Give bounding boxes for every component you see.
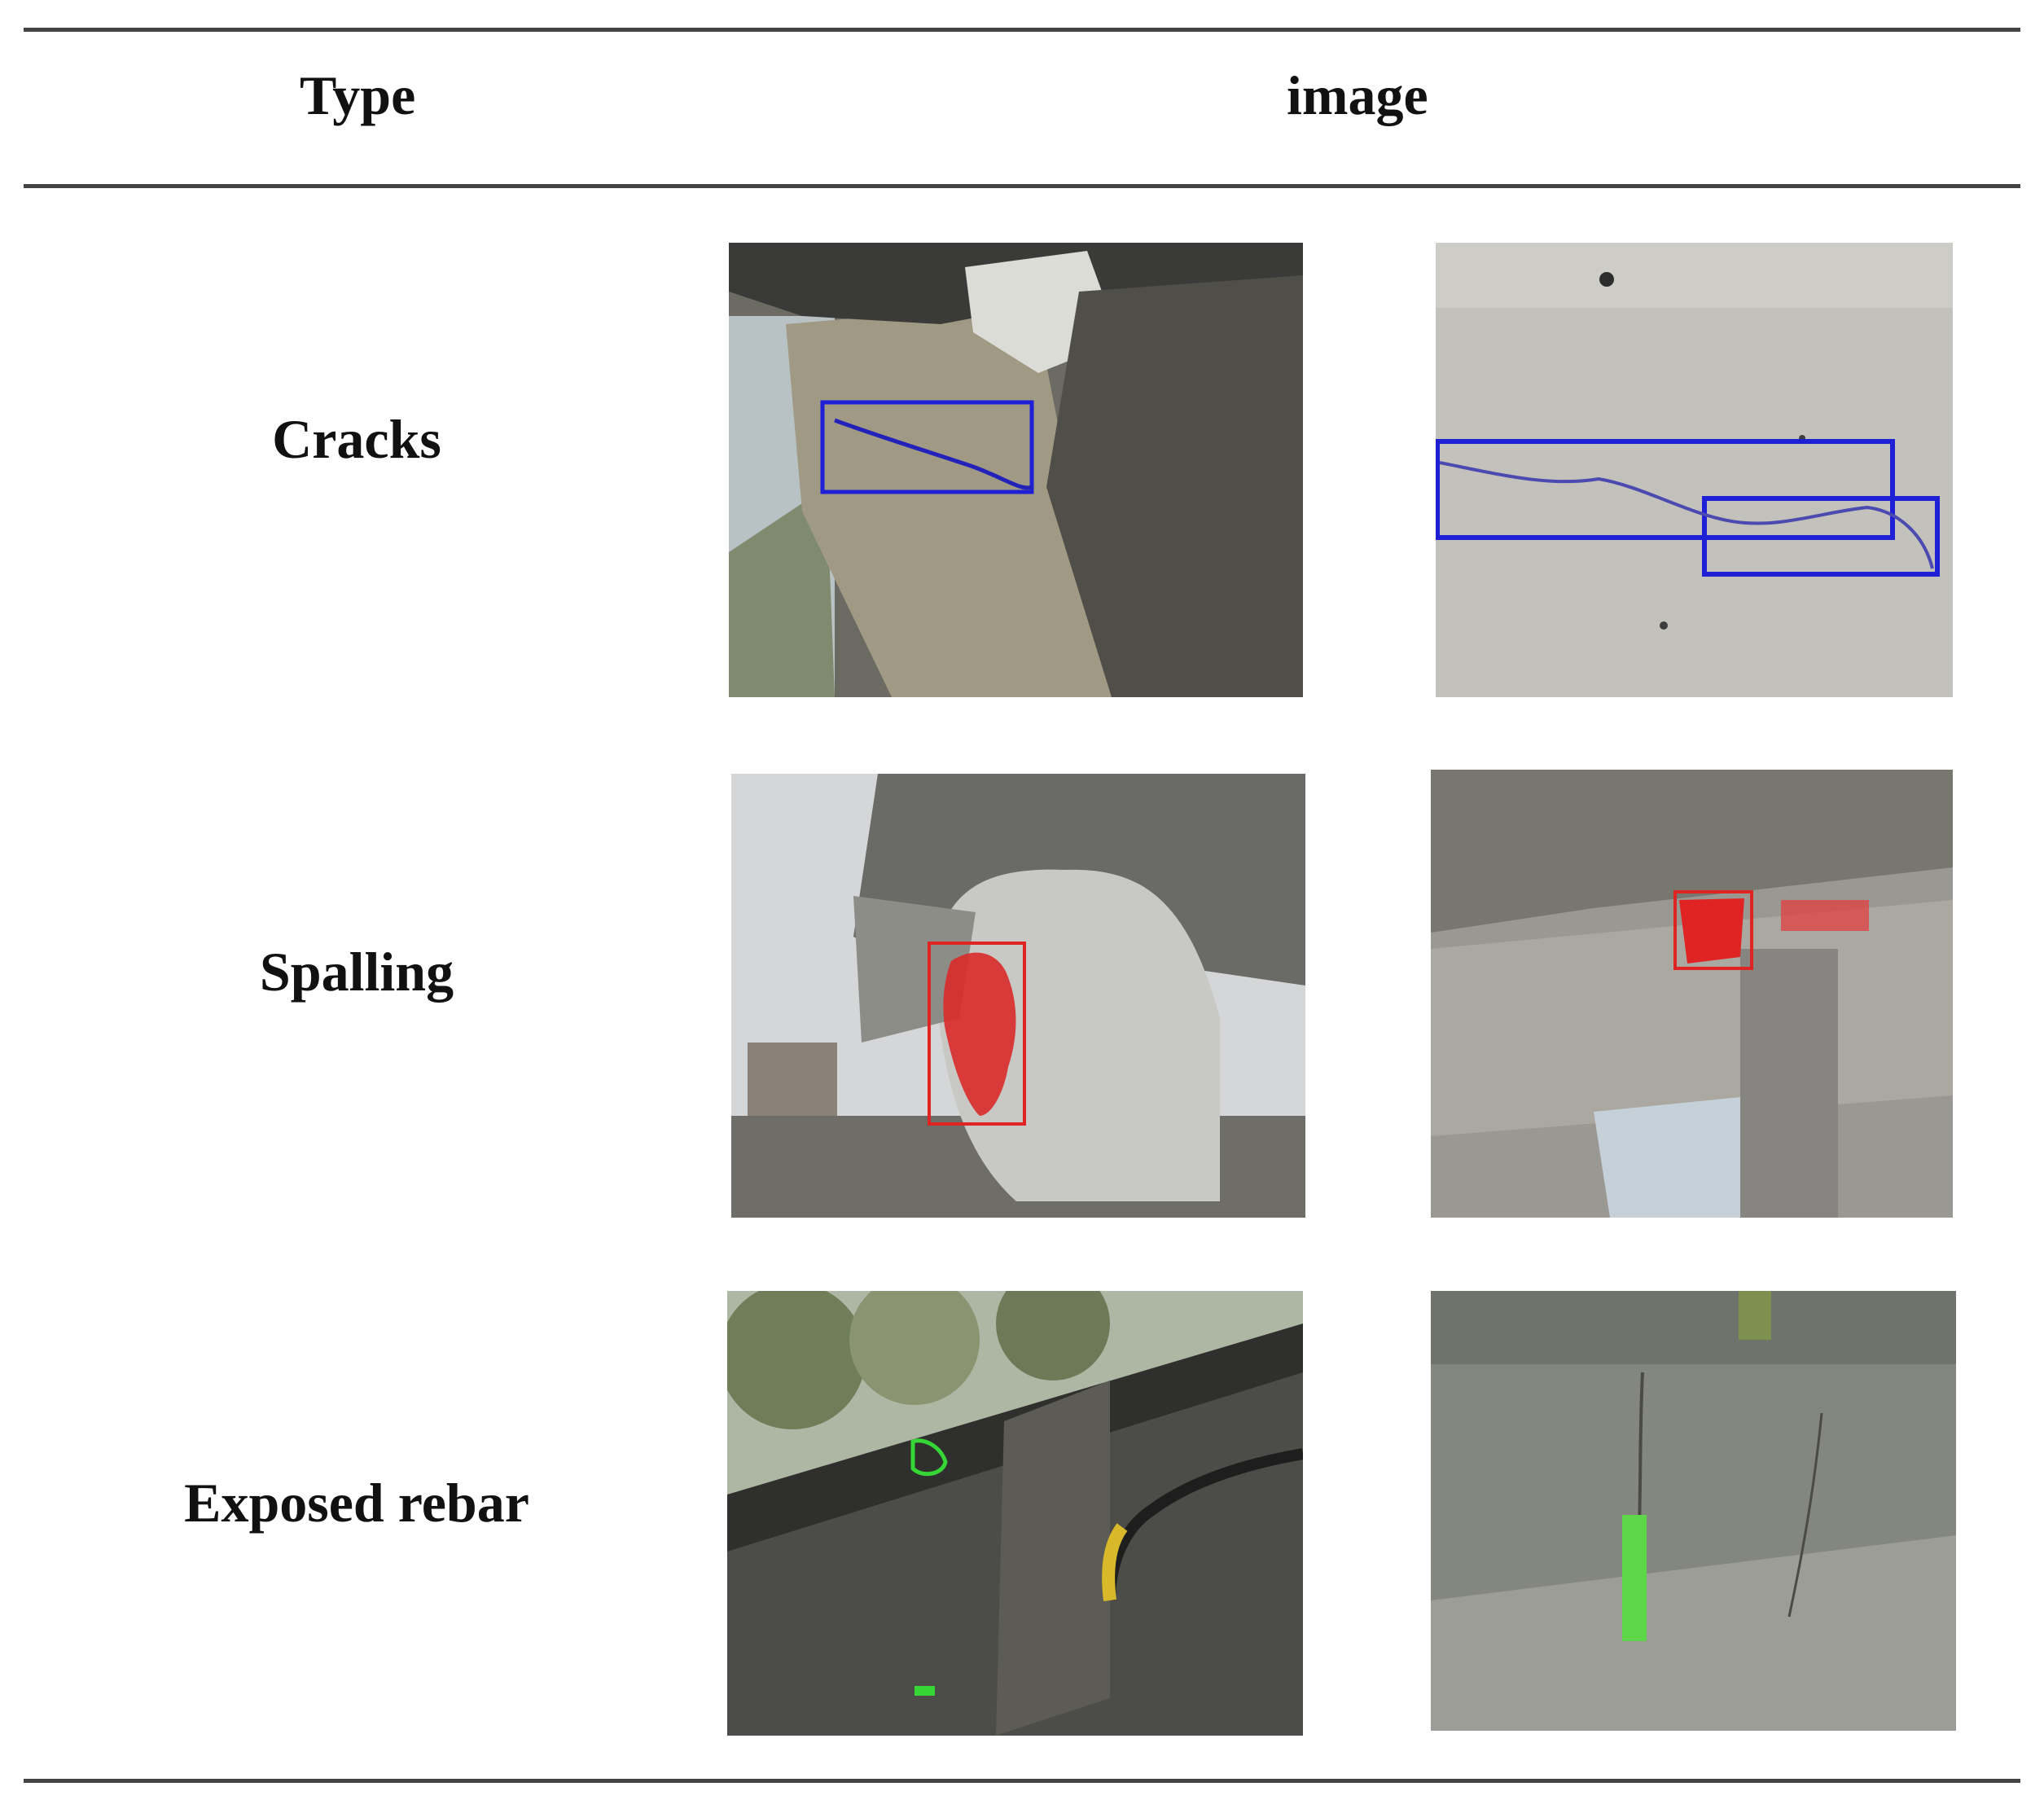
header-type: Type [300,64,416,126]
header-rule [24,184,2020,188]
spalling-photo-2 [1431,770,1953,1218]
row-label-exposed-rebar: Exposed rebar [184,1472,529,1534]
spalling-photo-1 [731,774,1305,1218]
top-rule [24,28,2020,32]
row-label-cracks: Cracks [272,408,441,470]
row-label-spalling: Spalling [259,941,454,1003]
bottom-rule [24,1779,2020,1783]
rebar-photo-2 [1431,1291,1956,1731]
header-image: image [1287,64,1428,126]
crack-photo-2 [1436,243,1953,697]
crack-photo-1 [729,243,1303,697]
rebar-photo-1 [727,1291,1303,1736]
